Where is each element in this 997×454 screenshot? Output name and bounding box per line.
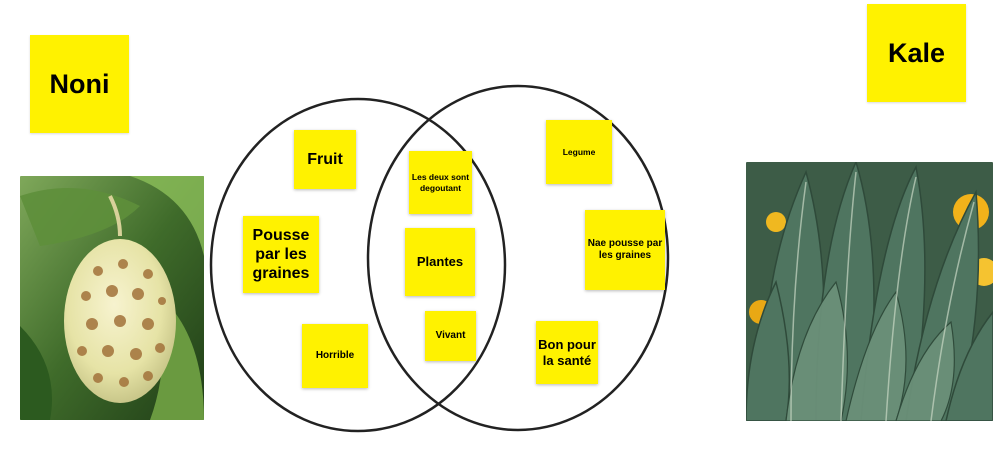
note-plantes[interactable]: Plantes <box>405 228 475 296</box>
note-bon-pour-la-sante[interactable]: Bon pour la santé <box>536 321 598 384</box>
noni-fruit-photo <box>20 176 204 420</box>
note-horrible[interactable]: Horrible <box>302 324 368 388</box>
note-vivant[interactable]: Vivant <box>425 311 476 361</box>
note-legume[interactable]: Legume <box>546 120 612 184</box>
title-kale[interactable]: Kale <box>867 4 966 102</box>
note-pousse-par-les-graines[interactable]: Pousse par les graines <box>243 216 319 293</box>
note-fruit[interactable]: Fruit <box>294 130 356 189</box>
kale-plant-photo <box>746 162 993 421</box>
title-noni[interactable]: Noni <box>30 35 129 133</box>
note-nae-pousse-par-les-graines[interactable]: Nae pousse par les graines <box>585 210 665 290</box>
note-les-deux-sont-degoutant[interactable]: Les deux sont degoutant <box>409 151 472 214</box>
venn-circle-left <box>209 97 507 433</box>
venn-circle-right <box>366 84 670 432</box>
